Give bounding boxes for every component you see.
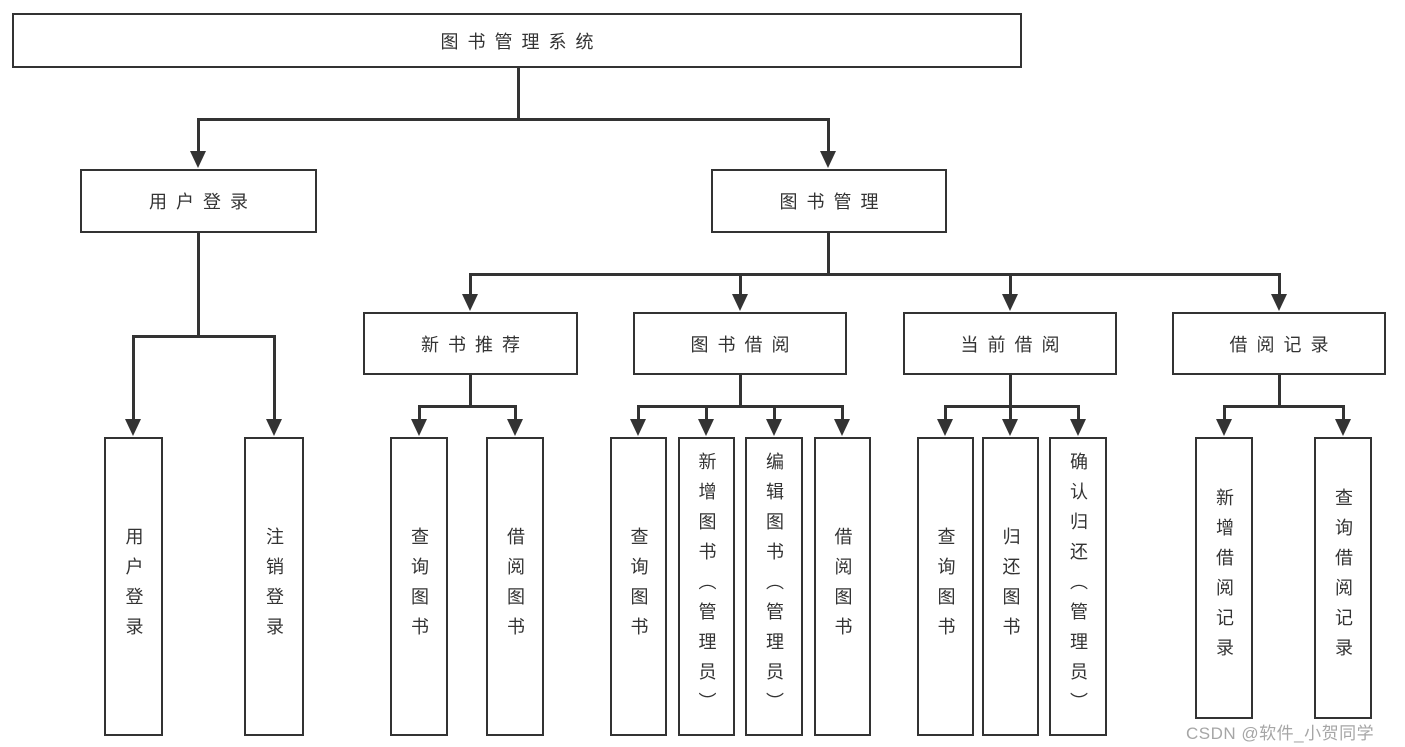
arrow-stub-line [1341, 406, 1345, 421]
connector-line-horizontal [417, 404, 517, 408]
node-label-leaf-query-book-3: 查询图书 [935, 526, 956, 647]
connector-line-vertical [1008, 375, 1012, 407]
node-label-leaf-query-borrow-rec: 查询借阅记录 [1333, 488, 1353, 668]
node-leaf-query-book-2: 查询图书 [610, 437, 667, 736]
connector-line-vertical [1277, 375, 1281, 407]
node-label-leaf-borrow-book-1: 借阅图书 [505, 526, 525, 647]
node-leaf-borrow-book-1: 借阅图书 [486, 437, 544, 736]
arrow-stub-line [1222, 406, 1226, 421]
node-borrowing-records: 借阅记录 [1172, 312, 1386, 375]
node-book-management: 图书管理 [711, 169, 947, 233]
arrowhead-down-icon [507, 419, 523, 436]
arrow-stub-line [826, 119, 830, 153]
node-book-borrowing: 图书借阅 [633, 312, 847, 375]
arrowhead-down-icon [820, 151, 836, 168]
arrow-stub-line [1008, 274, 1012, 296]
arrow-stub-line [417, 406, 421, 421]
node-label-book-borrowing: 图书借阅 [690, 334, 799, 355]
arrowhead-down-icon [125, 419, 141, 436]
connector-line-horizontal [943, 404, 1080, 408]
arrow-stub-line [738, 274, 742, 296]
connector-line-horizontal [636, 404, 844, 408]
node-leaf-add-book-admin: 新增图书（管理员） [678, 437, 735, 736]
node-new-book-recommend: 新书推荐 [363, 312, 578, 375]
arrowhead-down-icon [462, 294, 478, 311]
arrowhead-down-icon [766, 419, 782, 436]
node-leaf-query-borrow-rec: 查询借阅记录 [1314, 437, 1372, 719]
node-label-leaf-confirm-return: 确认归还（管理员） [1068, 451, 1088, 722]
connector-line-vertical [468, 375, 472, 407]
node-leaf-borrow-book-2: 借阅图书 [814, 437, 871, 736]
connector-line-vertical [196, 233, 200, 337]
arrowhead-down-icon [630, 419, 646, 436]
arrow-stub-line [1008, 406, 1012, 421]
arrowhead-down-icon [1070, 419, 1086, 436]
arrow-stub-line [1277, 274, 1281, 296]
node-root-system: 图书管理系统 [12, 13, 1022, 68]
node-label-leaf-query-book-1: 查询图书 [409, 526, 429, 647]
node-label-root-system: 图书管理系统 [440, 31, 603, 52]
node-leaf-return-book: 归还图书 [982, 437, 1039, 736]
node-leaf-query-book-3: 查询图书 [917, 437, 974, 736]
arrowhead-down-icon [266, 419, 282, 436]
node-label-user-login: 用户登录 [149, 192, 257, 212]
node-label-current-borrowing: 当前借阅 [960, 334, 1069, 355]
arrowhead-down-icon [1335, 419, 1351, 436]
node-label-borrowing-records: 借阅记录 [1229, 334, 1338, 355]
arrowhead-down-icon [1002, 419, 1018, 436]
arrowhead-down-icon [1216, 419, 1232, 436]
node-label-leaf-add-borrow-rec: 新增借阅记录 [1214, 488, 1234, 668]
arrow-stub-line [1076, 406, 1080, 421]
connector-line-vertical [738, 375, 742, 407]
connector-line-horizontal [131, 334, 276, 338]
arrowhead-down-icon [411, 419, 427, 436]
arrowhead-down-icon [937, 419, 953, 436]
node-label-leaf-return-book: 归还图书 [1000, 526, 1021, 647]
node-leaf-confirm-return: 确认归还（管理员） [1049, 437, 1107, 736]
arrow-stub-line [131, 336, 135, 421]
arrow-stub-line [513, 406, 517, 421]
node-leaf-add-borrow-rec: 新增借阅记录 [1195, 437, 1253, 719]
connector-line-horizontal [468, 272, 1281, 276]
node-user-login: 用户登录 [80, 169, 317, 233]
arrowhead-down-icon [834, 419, 850, 436]
arrow-stub-line [772, 406, 776, 421]
watermark: CSDN @软件_小贺同学 [1186, 724, 1375, 743]
arrowhead-down-icon [698, 419, 714, 436]
connector-line-vertical [516, 68, 520, 120]
arrowhead-down-icon [190, 151, 206, 168]
node-label-new-book-recommend: 新书推荐 [421, 334, 529, 355]
node-leaf-logout: 注销登录 [244, 437, 304, 736]
node-label-leaf-query-book-2: 查询图书 [628, 526, 649, 647]
node-leaf-edit-book-admin: 编辑图书（管理员） [745, 437, 803, 736]
arrow-stub-line [840, 406, 844, 421]
node-label-leaf-borrow-book-2: 借阅图书 [832, 526, 853, 647]
node-leaf-query-book-1: 查询图书 [390, 437, 448, 736]
arrow-stub-line [636, 406, 640, 421]
arrowhead-down-icon [1271, 294, 1287, 311]
node-label-leaf-edit-book-admin: 编辑图书（管理员） [764, 451, 784, 722]
node-label-leaf-add-book-admin: 新增图书（管理员） [696, 451, 717, 722]
connector-line-vertical [826, 233, 830, 275]
connector-line-horizontal [1222, 404, 1345, 408]
arrow-stub-line [272, 336, 276, 421]
node-current-borrowing: 当前借阅 [903, 312, 1117, 375]
node-label-leaf-logout: 注销登录 [264, 526, 284, 647]
arrow-stub-line [704, 406, 708, 421]
node-label-book-management: 图书管理 [779, 192, 888, 212]
connector-line-horizontal [196, 117, 830, 121]
arrowhead-down-icon [1002, 294, 1018, 311]
arrow-stub-line [943, 406, 947, 421]
arrowhead-down-icon [732, 294, 748, 311]
node-label-leaf-user-login: 用户登录 [123, 526, 144, 647]
arrow-stub-line [196, 119, 200, 153]
arrow-stub-line [468, 274, 472, 296]
node-leaf-user-login: 用户登录 [104, 437, 163, 736]
